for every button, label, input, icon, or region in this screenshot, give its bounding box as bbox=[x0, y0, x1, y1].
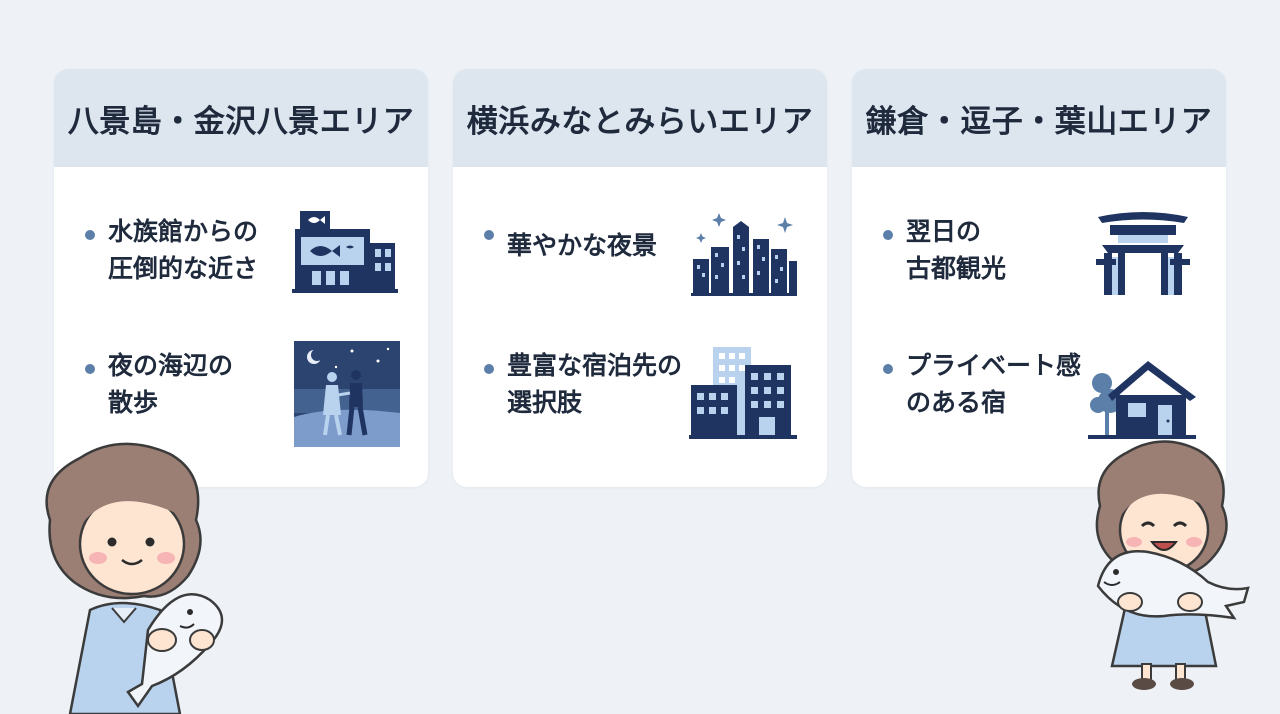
aquarium-icon bbox=[292, 211, 398, 293]
bullet-icon bbox=[484, 230, 494, 240]
bullet-icon bbox=[883, 230, 893, 240]
card-title: 八景島・金沢八景エリア bbox=[67, 103, 415, 140]
list-item: 豊富な宿泊先の 選択肢 bbox=[481, 331, 799, 441]
item-text: 豊富な宿泊先の 選択肢 bbox=[507, 351, 683, 417]
item-text: 夜の海辺の 散歩 bbox=[108, 351, 234, 417]
area-card-minatomirai: 横浜みなとみらいエリア 華やかな夜景 豊富な宿泊先の 選択肢 bbox=[453, 69, 827, 487]
hotel-buildings-icon bbox=[689, 347, 797, 439]
list-item: 夜の海辺の 散歩 bbox=[82, 331, 400, 447]
item-text: プライベート感 のある宿 bbox=[906, 351, 1082, 417]
card-title: 横浜みなとみらいエリア bbox=[466, 103, 814, 140]
bullet-icon bbox=[85, 364, 95, 374]
bullet-icon bbox=[484, 364, 494, 374]
girl-with-dolphin-illustration bbox=[1095, 440, 1250, 690]
card-title: 鎌倉・逗子・葉山エリア bbox=[865, 103, 1213, 140]
card-header: 八景島・金沢八景エリア bbox=[54, 69, 428, 167]
list-item: 華やかな夜景 bbox=[481, 197, 799, 307]
item-text: 水族館からの 圧倒的な近さ bbox=[108, 217, 259, 283]
night-beach-walk-icon bbox=[294, 341, 400, 447]
item-text: 翌日の 古都観光 bbox=[906, 217, 1007, 283]
temple-gate-icon bbox=[1096, 212, 1190, 295]
bullet-icon bbox=[85, 230, 95, 240]
bullet-icon bbox=[883, 364, 893, 374]
private-house-icon bbox=[1088, 361, 1196, 439]
list-item: 翌日の 古都観光 bbox=[880, 197, 1198, 307]
area-card-kamakura: 鎌倉・逗子・葉山エリア 翌日の 古都観光 プライベート感 のある宿 bbox=[852, 69, 1226, 487]
item-text: 華やかな夜景 bbox=[507, 231, 658, 260]
girl-with-dolphin-illustration bbox=[45, 442, 224, 714]
list-item: 水族館からの 圧倒的な近さ bbox=[82, 197, 400, 307]
list-item: プライベート感 のある宿 bbox=[880, 331, 1198, 441]
card-header: 鎌倉・逗子・葉山エリア bbox=[852, 69, 1226, 167]
area-card-hakkeijima: 八景島・金沢八景エリア 水族館からの 圧倒的な近さ 夜の海辺の 散歩 bbox=[54, 69, 428, 487]
night-skyline-icon bbox=[691, 213, 797, 296]
card-header: 横浜みなとみらいエリア bbox=[453, 69, 827, 167]
